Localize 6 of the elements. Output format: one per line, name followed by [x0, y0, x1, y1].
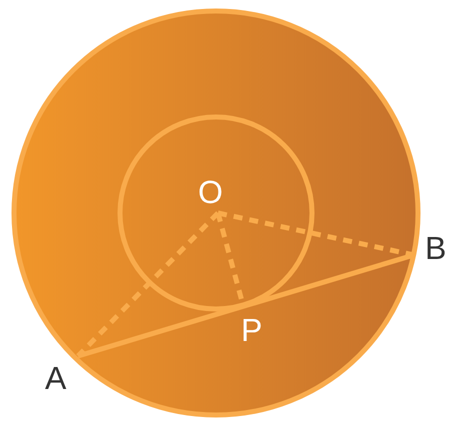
- dashed-line: [217, 210, 415, 258]
- point-label: B: [425, 232, 446, 264]
- point-label: A: [45, 362, 66, 394]
- point-label: O: [198, 176, 223, 208]
- point-label: P: [241, 314, 262, 346]
- dashed-line: [76, 211, 220, 358]
